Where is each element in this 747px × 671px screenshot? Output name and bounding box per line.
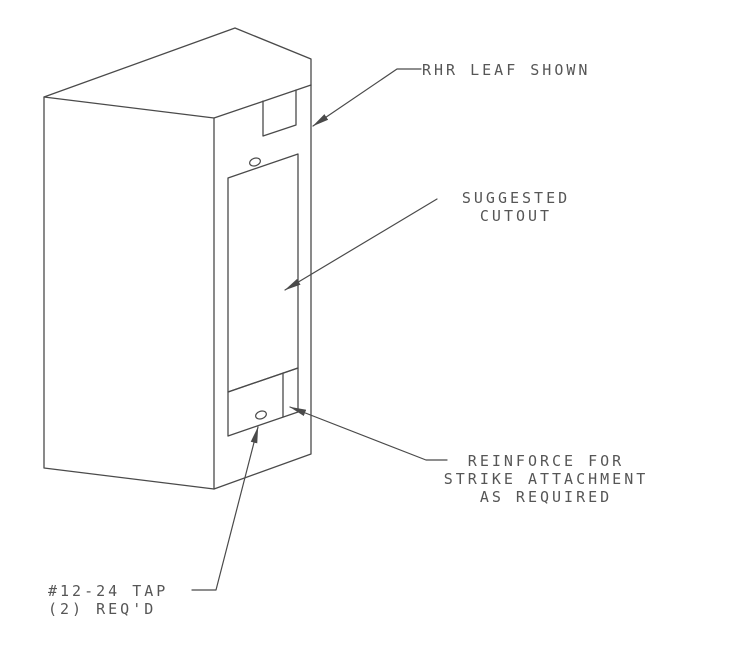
reinforce-plate: [227, 367, 299, 437]
leaf-outer-edges: [43, 27, 312, 490]
door-leaf: [43, 27, 312, 490]
leaf-left-face: [43, 96, 215, 490]
label-suggested-line2: CUTOUT: [480, 207, 552, 225]
label-reinforce-line2: STRIKE ATTACHMENT: [444, 470, 649, 488]
suggested-cutout-opening: [227, 153, 299, 393]
leader-rhr-leaf: [312, 68, 422, 127]
label-rhr-leaf: RHR LEAF SHOWN: [422, 61, 590, 79]
leader-reinforce: [289, 406, 448, 461]
leader-lines: [191, 68, 448, 591]
label-suggested-line1: SUGGESTED: [462, 189, 570, 207]
leader-tap: [191, 426, 259, 591]
strike-prep-details: [227, 89, 299, 437]
top-notch: [262, 89, 297, 137]
annotations: RHR LEAF SHOWN SUGGESTED CUTOUT REINFORC…: [48, 61, 649, 618]
label-tap-line2: (2) REQ'D: [48, 600, 156, 618]
tap-hole-top: [249, 157, 261, 167]
leader-suggested-cutout: [284, 198, 438, 291]
label-reinforce-line1: REINFORCE FOR: [468, 452, 624, 470]
label-reinforce-line3: AS REQUIRED: [480, 488, 612, 506]
label-tap-line1: #12-24 TAP: [48, 582, 168, 600]
tap-hole-bottom: [255, 410, 267, 420]
